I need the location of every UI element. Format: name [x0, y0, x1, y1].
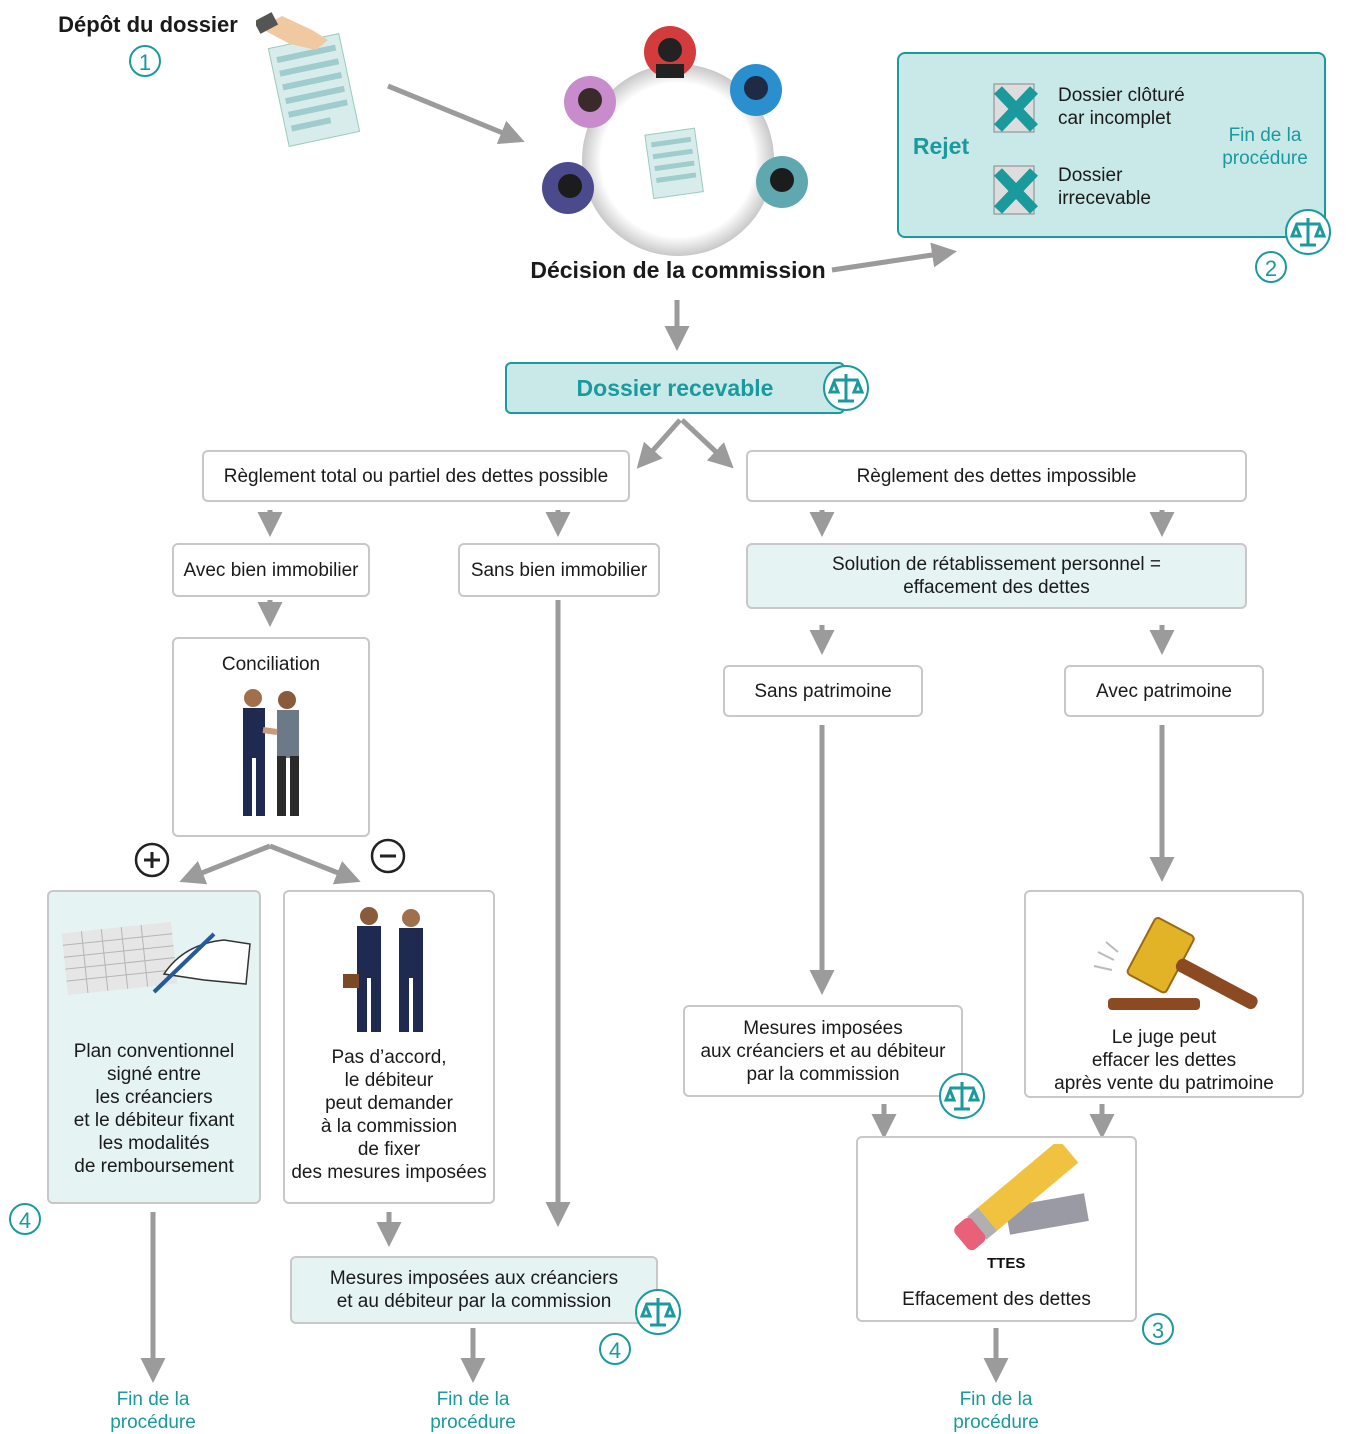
- plan-conventionnel-box: Plan conventionnel signé entre les créan…: [47, 890, 261, 1204]
- sans-patrimoine-box: Sans patrimoine: [723, 665, 923, 717]
- end-label-effacement: Fin de la procédure: [953, 1389, 1039, 1433]
- mesures-imposees-left-box: Mesures imposées aux créanciers et au dé…: [290, 1256, 658, 1324]
- conciliation-box: Conciliation: [172, 637, 370, 837]
- commission-label: Décision de la commission: [530, 257, 826, 283]
- step-2-number: 2: [1264, 256, 1278, 281]
- solution-retablissement-box: Solution de rétablissement personnel = e…: [746, 543, 1247, 609]
- step-1-badge: 1: [128, 44, 162, 78]
- handshake-icon: [243, 689, 299, 816]
- juge-box: Le juge peut effacer les dettes après ve…: [1024, 890, 1304, 1098]
- step-2-badge: 2: [1254, 250, 1288, 284]
- business-men-icon: [343, 907, 423, 1032]
- effacement-text: Effacement des dettes: [902, 1289, 1091, 1310]
- rejet-panel: [897, 52, 1326, 238]
- rejet-item-incomplet: Dossier clôturé car incomplet: [1058, 85, 1185, 129]
- rejet-end-label: Fin de la procédure: [1222, 125, 1308, 169]
- rejet-title: Rejet: [912, 133, 970, 159]
- hand-document-icon: [256, 12, 361, 147]
- step-4-number-mesures: 4: [608, 1338, 622, 1363]
- justice-scale-icon: [1284, 208, 1332, 256]
- reject-x-icon-2: [993, 165, 1038, 215]
- effacement-box: TTES Effacement des dettes: [856, 1136, 1137, 1322]
- step-3-number: 3: [1151, 1318, 1165, 1343]
- step-3-badge: 3: [1141, 1312, 1175, 1346]
- justice-scale-icon-mesures-right: [938, 1072, 986, 1120]
- plus-circle-icon: [134, 842, 170, 878]
- reglement-impossible-box: Règlement des dettes impossible: [746, 450, 1247, 502]
- avec-patrimoine-box: Avec patrimoine: [1064, 665, 1264, 717]
- signing-hand-icon: [61, 921, 251, 996]
- step-1-number: 1: [138, 50, 152, 75]
- dossier-recevable-box: Dossier recevable: [505, 362, 845, 414]
- gavel-icon: [1093, 917, 1258, 1010]
- avec-bien-box: Avec bien immobilier: [172, 543, 370, 597]
- end-label-plan: Fin de la procédure: [110, 1389, 196, 1433]
- eraser-pencil-icon: TTES: [953, 1144, 1089, 1272]
- step-4-number-left: 4: [18, 1208, 32, 1233]
- rejet-item-irrecevable: Dossier irrecevable: [1058, 165, 1151, 209]
- end-label-mesures: Fin de la procédure: [430, 1389, 516, 1433]
- juge-text: Le juge peut effacer les dettes après ve…: [1054, 1027, 1274, 1094]
- deposit-title: Dépôt du dossier: [58, 12, 238, 37]
- justice-scale-icon-recevable: [822, 364, 870, 412]
- effacement-word: TTES: [987, 1255, 1025, 1272]
- reject-x-icon: [993, 83, 1038, 133]
- conciliation-label: Conciliation: [221, 654, 321, 675]
- plan-conventionnel-text: Plan conventionnel signé entre les créan…: [73, 1041, 235, 1177]
- pas-accord-box: Pas d’accord, le débiteur peut demander …: [283, 890, 495, 1204]
- reglement-possible-box: Règlement total ou partiel des dettes po…: [202, 450, 630, 502]
- pas-accord-text: Pas d’accord, le débiteur peut demander …: [291, 1047, 487, 1183]
- step-4-badge-left: 4: [8, 1202, 42, 1236]
- meeting-table-icon: [542, 26, 808, 256]
- minus-circle-icon: [370, 838, 406, 874]
- sans-bien-box: Sans bien immobilier: [458, 543, 660, 597]
- mesures-imposees-right-box: Mesures imposées aux créanciers et au dé…: [683, 1005, 963, 1097]
- justice-scale-icon-mesures-left: [634, 1288, 682, 1336]
- step-4-badge-mesures: 4: [598, 1332, 632, 1366]
